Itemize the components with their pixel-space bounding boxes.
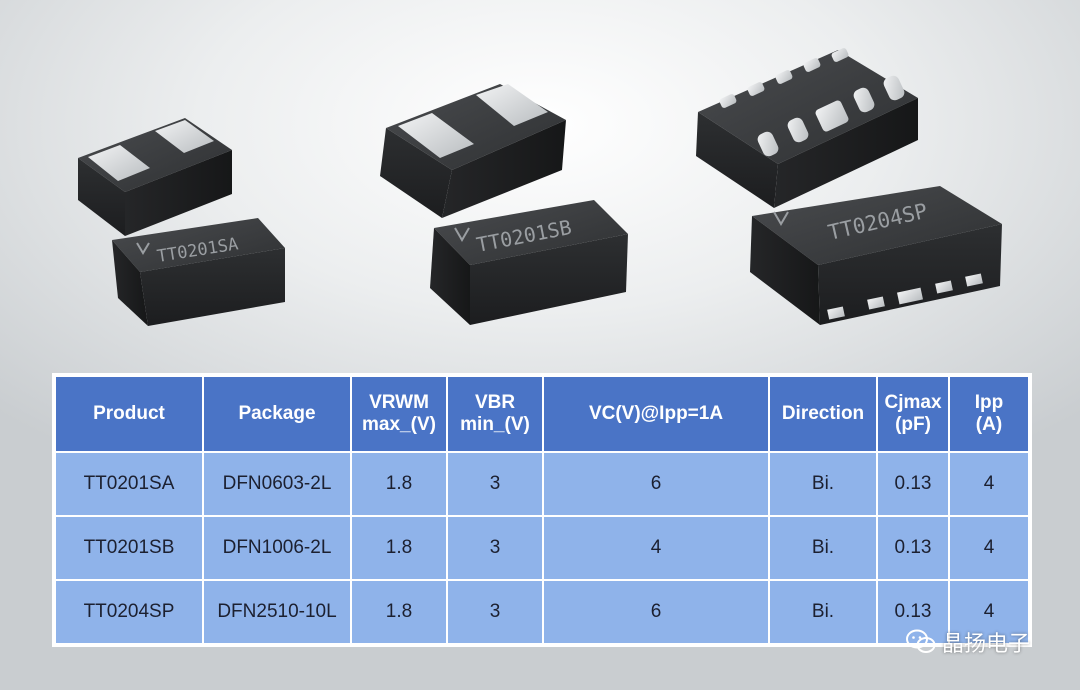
cell-direction: Bi. xyxy=(768,579,878,645)
chip-tt0204sp-front: TT0204SP xyxy=(750,186,1002,325)
cell-package: DFN2510-10L xyxy=(202,579,352,645)
header-package: Package xyxy=(202,375,352,453)
cell-vrwm: 1.8 xyxy=(350,579,448,645)
logo-icon xyxy=(454,227,470,242)
cell-vrwm: 1.8 xyxy=(350,451,448,517)
product-photo: TT0201SA TT0201SB xyxy=(78,48,1002,326)
cell-ipp: 4 xyxy=(948,579,1030,645)
solder-pad-row xyxy=(827,273,983,320)
cell-vbr: 3 xyxy=(446,579,544,645)
cell-package: DFN1006-2L xyxy=(202,515,352,581)
table-row: TT0201SA DFN0603-2L 1.8 3 6 Bi. 0.13 4 xyxy=(54,451,1030,517)
chip-tt0204sp-back xyxy=(696,48,918,208)
cell-vc: 6 xyxy=(542,451,770,517)
header-cjmax: Cjmax(pF) xyxy=(876,375,950,453)
cell-product: TT0201SA xyxy=(54,451,204,517)
solder-pad xyxy=(398,113,474,158)
cell-ipp: 4 xyxy=(948,451,1030,517)
chip-tt0201sa-back xyxy=(78,118,232,236)
logo-icon xyxy=(136,242,150,255)
cell-ipp: 4 xyxy=(948,515,1030,581)
table-row: TT0201SB DFN1006-2L 1.8 3 4 Bi. 0.13 4 xyxy=(54,515,1030,581)
wechat-icon xyxy=(906,629,936,653)
header-product: Product xyxy=(54,375,204,453)
cell-vrwm: 1.8 xyxy=(350,515,448,581)
header-ipp: Ipp(A) xyxy=(948,375,1030,453)
cell-vbr: 3 xyxy=(446,451,544,517)
cell-direction: Bi. xyxy=(768,451,878,517)
cell-package: DFN0603-2L xyxy=(202,451,352,517)
solder-pad xyxy=(476,84,548,126)
cell-direction: Bi. xyxy=(768,515,878,581)
chip-tt0201sa-front: TT0201SA xyxy=(112,218,285,326)
table-row: TT0204SP DFN2510-10L 1.8 3 6 Bi. 0.13 4 xyxy=(54,579,1030,645)
solder-pad-row xyxy=(719,48,905,157)
cell-vc: 6 xyxy=(542,579,770,645)
cell-vbr: 3 xyxy=(446,515,544,581)
cell-cjmax: 0.13 xyxy=(876,579,950,645)
cell-cjmax: 0.13 xyxy=(876,515,950,581)
solder-pad xyxy=(155,120,214,153)
logo-icon xyxy=(773,211,789,226)
solder-pad xyxy=(88,145,150,181)
cell-vc: 4 xyxy=(542,515,770,581)
cell-product: TT0204SP xyxy=(54,579,204,645)
watermark-text: 晶扬电子 xyxy=(942,632,1031,657)
cell-product: TT0201SB xyxy=(54,515,204,581)
chip-tt0201sb-front: TT0201SB xyxy=(430,200,628,325)
watermark: 晶扬电子 xyxy=(906,626,1030,658)
chip-tt0201sb-back xyxy=(380,84,566,218)
header-direction: Direction xyxy=(768,375,878,453)
cell-cjmax: 0.13 xyxy=(876,451,950,517)
header-vc: VC(V)@Ipp=1A xyxy=(542,375,770,453)
